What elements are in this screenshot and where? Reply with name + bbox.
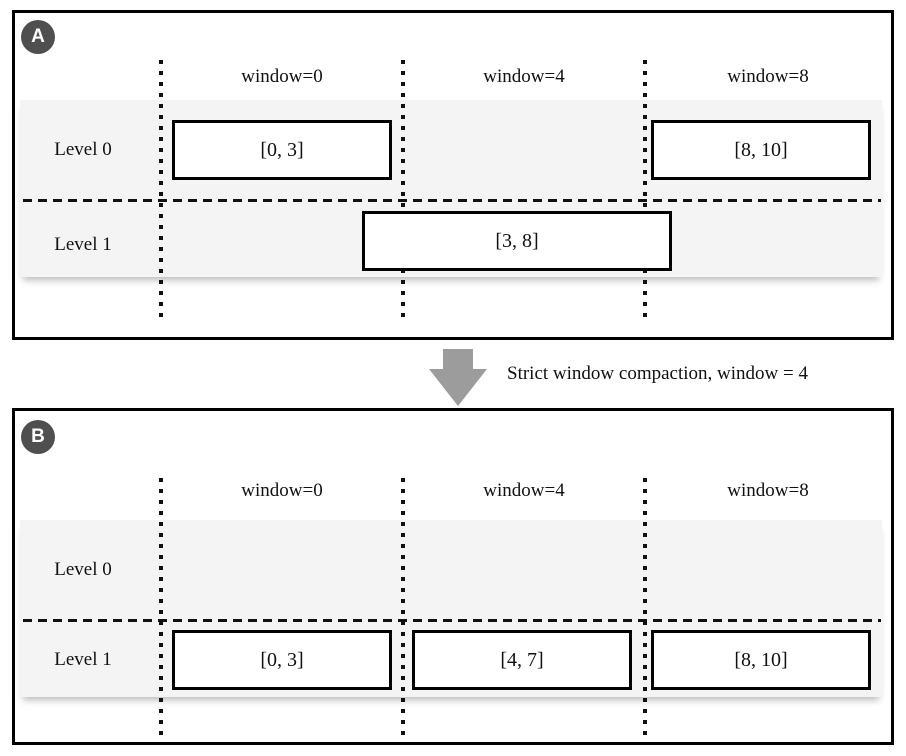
sstable-box: [4, 7] [412, 630, 632, 690]
window-boundary-line-0 [159, 478, 163, 735]
window-label-0: window=0 [241, 480, 323, 501]
window-label-8: window=8 [727, 480, 809, 501]
level-1-label: Level 1 [54, 649, 112, 670]
sstable-box: [0, 3] [172, 630, 392, 690]
transition-label: Strict window compaction, window = 4 [507, 363, 808, 384]
sstable-box: [8, 10] [651, 630, 871, 690]
window-label-0: window=0 [241, 66, 323, 87]
window-boundary-line-8 [643, 478, 647, 735]
down-arrow-shaft [443, 349, 473, 370]
sstable-box: [3, 8] [362, 211, 672, 271]
panel-b: B window=0 window=4 window=8 Level 0 Lev… [12, 408, 894, 745]
level-divider-line [23, 619, 881, 622]
panel-a-badge: A [21, 20, 55, 54]
window-boundary-line-4 [401, 60, 405, 324]
panel-a: A window=0 window=4 window=8 Level 0 Lev… [12, 10, 894, 340]
level-0-label: Level 0 [54, 139, 112, 160]
level-divider-line [23, 199, 881, 202]
window-label-4: window=4 [483, 480, 565, 501]
panel-b-badge: B [21, 420, 55, 454]
window-boundary-line-0 [159, 60, 163, 324]
sstable-box: [8, 10] [651, 120, 871, 180]
window-boundary-line-8 [643, 60, 647, 324]
window-label-4: window=4 [483, 66, 565, 87]
down-arrow-icon [429, 369, 487, 406]
level-1-label: Level 1 [54, 234, 112, 255]
window-label-8: window=8 [727, 66, 809, 87]
level-0-label: Level 0 [54, 559, 112, 580]
sstable-box: [0, 3] [172, 120, 392, 180]
window-boundary-line-4 [401, 478, 405, 735]
